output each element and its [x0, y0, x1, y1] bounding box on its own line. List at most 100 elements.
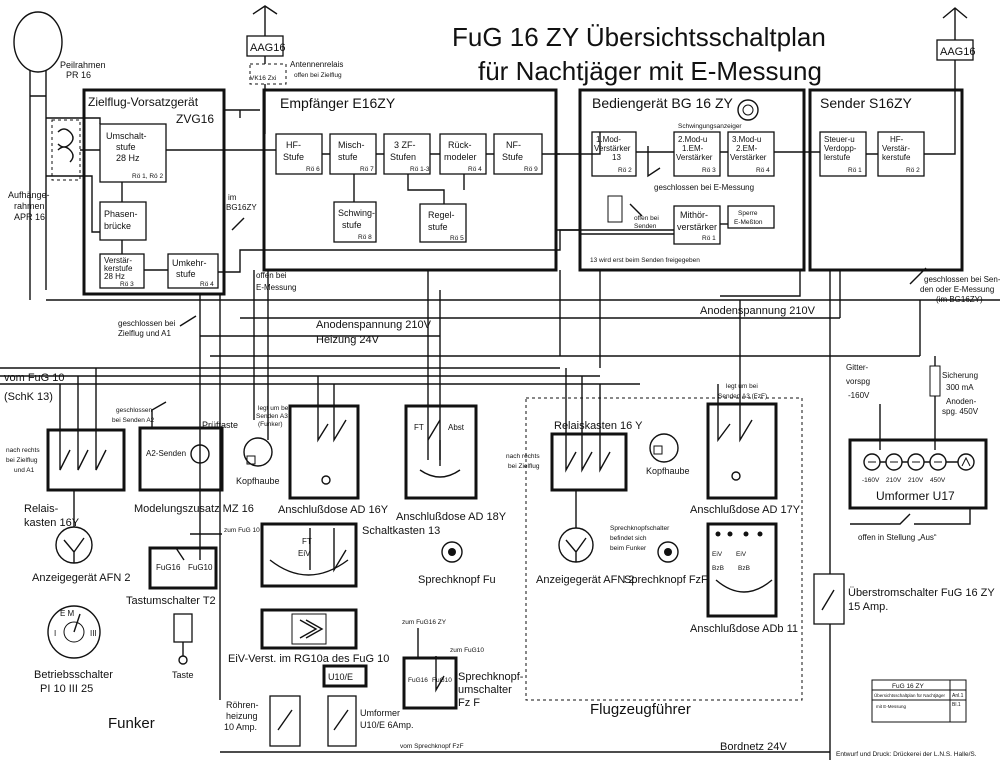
tb-b: Bl.1	[952, 702, 961, 708]
phasen-1: Phasen-	[104, 209, 138, 219]
antennenrelais-box	[249, 63, 287, 85]
ad16-legt-1: legt um bei	[258, 405, 290, 412]
pilot-sks-3: beim Funker	[610, 545, 647, 552]
tast-fug16: FuG16	[156, 563, 181, 572]
mithoer-2: verstärker	[677, 222, 717, 232]
pilot-kopfhaube: Kopfhaube	[646, 466, 690, 476]
flugzeugfuehrer-area	[525, 397, 803, 701]
ad18-label: Anschlußdose AD 18Y	[396, 511, 507, 523]
sender-box	[808, 88, 964, 272]
relaiskasten-pilot-box	[550, 432, 628, 492]
steuer-2: Verdopp-	[824, 144, 857, 153]
tastum-label: Tastumschalter T2	[126, 595, 216, 607]
umschaltstufe-block	[99, 123, 167, 183]
funker-label: Funker	[108, 715, 155, 732]
sprechum-zum10: zum FuG10	[450, 647, 484, 654]
mithoer-3: Rö 1	[702, 235, 716, 242]
aag-right-label: AAG16	[940, 46, 975, 58]
heizung: Heizung 24V	[316, 334, 380, 346]
sicherung-2: 300 mA	[946, 383, 974, 392]
schwingungsanzeiger: Schwingungsanzeiger	[678, 123, 742, 130]
regel-2: stufe	[428, 222, 448, 232]
tb-a: Anl.1	[952, 693, 964, 699]
ad18-ft: FT	[414, 423, 424, 432]
schwing-1: Schwing-	[338, 208, 375, 218]
ad16-kopfhaube: Kopfhaube	[236, 476, 280, 486]
tastumschalter-box	[148, 546, 218, 590]
ad16-legt-2: Senden A3	[256, 413, 288, 420]
anoden-spg-1: Anoden-	[946, 397, 977, 406]
ueberstrom-2: 15 Amp.	[848, 601, 888, 613]
geschl-senden-3: (im BG16ZY)	[936, 295, 983, 304]
mithoerverstaerker-block	[673, 205, 721, 245]
peilrahmen-antenna	[13, 11, 63, 190]
geschl-a2-2: bei Senden A2	[112, 417, 155, 424]
umkehr-3: Rö 4	[200, 281, 214, 288]
zf-2: Stufen	[390, 152, 416, 162]
umschalt-1: Umschalt-	[106, 131, 147, 141]
anzeige-left: Anzeigegerät AFN 2	[32, 572, 130, 584]
regel-3: Rö 5	[450, 235, 464, 242]
title-line-2: für Nachtjäger mit E-Messung	[478, 56, 822, 86]
mod3-2: 2.EM-	[736, 144, 758, 153]
sperre-1: Sperre	[738, 210, 758, 217]
flugzeugfuehrer-label: Flugzeugführer	[590, 701, 691, 718]
rueck-1: Rück-	[448, 140, 472, 150]
steuerstufe-block	[819, 131, 867, 177]
offen-aus: offen in Stellung „Aus“	[858, 533, 937, 542]
mod1-4: Rö 2	[618, 167, 632, 174]
antennenrelais-type: VK16 Zxi	[250, 75, 276, 82]
svg-text:III: III	[90, 629, 97, 638]
umschalt-3: 28 Hz	[116, 153, 140, 163]
pruef-taste-button[interactable]	[190, 444, 210, 464]
ad16-eiv: EiV	[298, 549, 311, 558]
sprechknopf-fu-button[interactable]	[441, 541, 463, 563]
nf-2: Stufe	[502, 152, 523, 162]
offen-emessung-2: E-Messung	[256, 283, 296, 292]
zf-3: Rö 1-3	[410, 166, 430, 173]
regel-1: Regel-	[428, 210, 455, 220]
sprechum-zum16: zum FuG16 ZY	[402, 619, 447, 626]
umschalt-2: stufe	[116, 142, 136, 152]
zf-1: 3 ZF-	[394, 140, 416, 150]
relaiskasten-left-box	[46, 428, 126, 492]
ad18-abst: Abst	[448, 423, 465, 432]
hf-3: Rö 6	[306, 166, 320, 173]
umformer-u10-2: U10/E 6Amp.	[360, 720, 414, 730]
umformer-r3: 210V	[908, 477, 924, 484]
umkehr-2: stufe	[176, 269, 196, 279]
anoden-right: Anodenspannung 210V	[700, 305, 816, 317]
bg-title: Bediengerät BG 16 ZY	[592, 95, 734, 111]
pilot-adb: Anschlußdose ADb 11	[690, 623, 798, 635]
zvg-title-2: ZVG16	[176, 112, 214, 126]
umformer-generators	[863, 453, 975, 471]
pilot-eiv2: EiV	[736, 551, 747, 558]
betriebsschalter-dial[interactable]: E M I III	[47, 605, 101, 659]
misch-2: stufe	[338, 152, 358, 162]
sprechknopf-fzf-button[interactable]	[657, 541, 679, 563]
taste-key[interactable]	[173, 613, 193, 643]
nach-rechts-3: und A1	[14, 467, 35, 474]
pilot-sprech: Sprechknopf FzF	[624, 574, 708, 586]
roehren-3: 10 Amp.	[224, 722, 257, 732]
gitter-1: Gitter-	[846, 363, 869, 372]
mod2-block	[673, 131, 721, 177]
nf-3: Rö 9	[524, 166, 538, 173]
title-line-1: FuG 16 ZY Übersichtsschaltplan	[452, 22, 826, 52]
zvg-title-1: Zielflug-Vorsatzgerät	[88, 95, 199, 109]
umformer-r2: 210V	[886, 477, 902, 484]
verst-4: Rö 3	[120, 281, 134, 288]
title-block: FuG 16 ZY Übersichtsschaltplan für Nacht…	[871, 679, 967, 723]
ad16-label: Anschlußdose AD 16Y	[278, 504, 389, 516]
roehren-2: heizung	[226, 711, 258, 721]
bg-resistor	[607, 195, 623, 223]
gitter-2: vorspg	[846, 377, 870, 386]
mod3-4: Rö 4	[756, 167, 770, 174]
geschl-zielflug-1: geschlossen bei	[118, 319, 176, 328]
zf-stufen-block	[383, 133, 431, 175]
offen-emessung-1: offen bei	[256, 271, 287, 280]
sicherung-1: Sicherung	[942, 371, 978, 380]
sprechum-label-2: umschalter	[458, 684, 512, 696]
sender-title: Sender S16ZY	[820, 95, 912, 111]
